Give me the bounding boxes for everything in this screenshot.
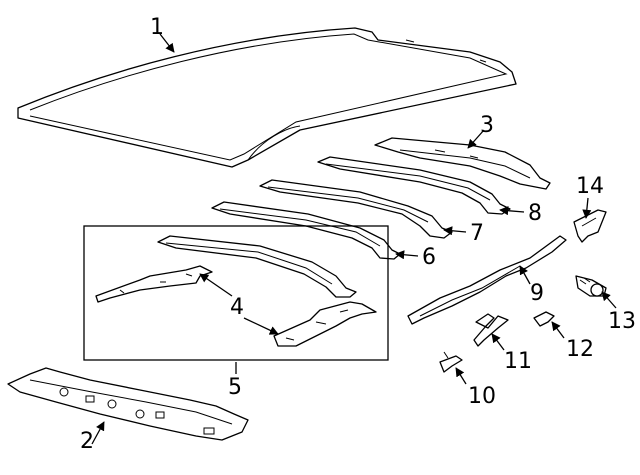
group-5-frame — [83, 225, 389, 361]
callout-labels: 1 2 3 4 5 6 7 8 9 10 11 12 13 14 — [80, 15, 636, 454]
roof-bow-inner-part — [157, 235, 357, 298]
callout-10: 10 — [468, 384, 496, 409]
callout-3: 3 — [480, 113, 494, 138]
callout-12: 12 — [566, 337, 594, 362]
callout-2: 2 — [80, 429, 94, 454]
clip-14-part — [573, 209, 607, 243]
callout-5: 5 — [228, 375, 242, 400]
callout-14: 14 — [576, 174, 604, 199]
callout-1: 1 — [150, 15, 164, 40]
callout-13: 13 — [608, 309, 636, 334]
roof-panel-part — [17, 27, 517, 168]
callout-11: 11 — [504, 349, 532, 374]
leader-lines — [91, 33, 617, 445]
bracket-4-upper-part — [95, 265, 213, 303]
bracket-4-lower-part — [273, 301, 377, 347]
callout-7: 7 — [470, 221, 484, 246]
bracket-10-part — [439, 351, 463, 373]
callout-8: 8 — [528, 201, 542, 226]
rear-rail-part — [7, 367, 249, 441]
callout-9: 9 — [530, 281, 544, 306]
bolt-13-part — [575, 275, 607, 297]
callout-4: 4 — [230, 295, 244, 320]
bracket-11-part — [473, 313, 509, 347]
clip-12-part — [533, 311, 555, 327]
callout-6: 6 — [422, 245, 436, 270]
side-reinforcement-9-part — [407, 235, 567, 325]
